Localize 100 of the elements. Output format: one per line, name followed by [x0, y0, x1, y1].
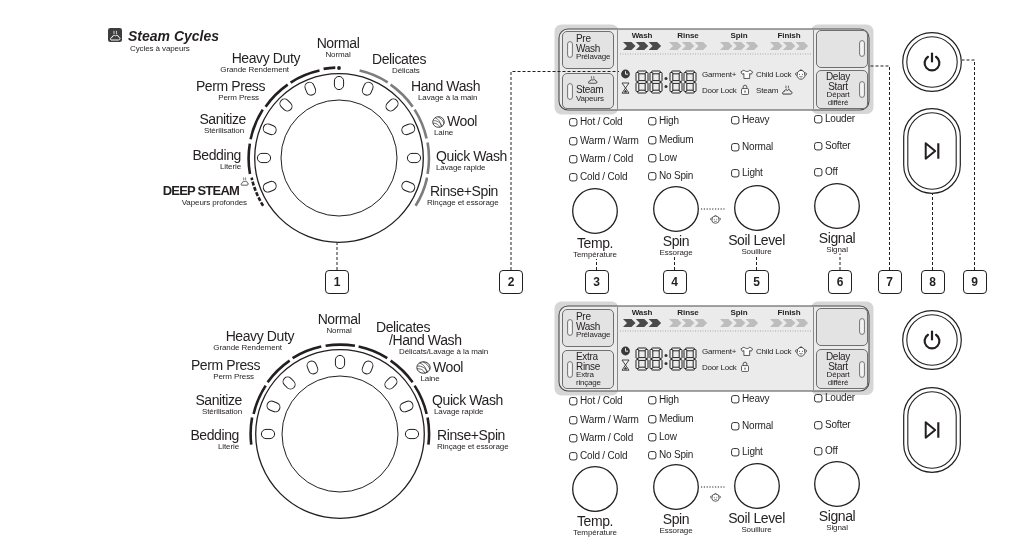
- option-label: Normal: [742, 420, 774, 432]
- lcd-button: Delay Start Départ différé: [816, 70, 868, 109]
- button-label: Signal: [818, 230, 856, 245]
- leader-line: [674, 256, 675, 271]
- translation-label: Perm Press: [213, 372, 254, 381]
- cycle-label: Perm Press: [195, 79, 265, 93]
- translation-label: Température: [573, 250, 617, 259]
- indicator-label: Steam: [756, 86, 779, 95]
- callout-number: 4: [662, 270, 687, 294]
- cycle-label: Quick Wash: [436, 149, 507, 163]
- lcd-button: [816, 308, 868, 346]
- indicator-label: Child Lock: [756, 70, 792, 79]
- cycle-label: Heavy Duty: [225, 329, 294, 343]
- option-label: Warm / Cold: [580, 432, 633, 444]
- leader-line: [336, 242, 338, 271]
- indicator-label: Garment+: [702, 347, 737, 356]
- translation-label: Rinçage et essorage: [437, 442, 509, 451]
- translation-label: Essorage: [659, 526, 693, 535]
- indicator-label: Rinse: [677, 31, 699, 40]
- lcd-button: Extra Rinse Extra rinçage: [562, 350, 614, 389]
- translation-label: Vapeurs profondes: [181, 198, 247, 207]
- lcd-button: Delay Start Départ différé: [816, 349, 868, 389]
- cycle-label: Heavy Duty: [231, 51, 300, 65]
- lcd-button: Pre Wash Prélavage: [562, 309, 614, 347]
- leader-line: [596, 258, 597, 271]
- cycle-label: Delicates /Hand Wash: [376, 321, 463, 347]
- indicator-label: Spin: [730, 31, 748, 40]
- option-label: Heavy: [742, 393, 770, 405]
- option-label: Hot / Cold: [580, 116, 623, 128]
- option-label: Louder: [825, 113, 855, 125]
- option-label: Cold / Cold: [580, 450, 628, 462]
- cycle-label: Rinse+Spin: [437, 428, 505, 442]
- cycle-label: Bedding: [192, 148, 241, 162]
- translation-label: Essorage: [659, 248, 693, 257]
- translation-label: Grande Rendement: [220, 65, 289, 74]
- option-label: Warm / Warm: [580, 135, 639, 147]
- cycle-label: Normal: [317, 312, 361, 326]
- option-label: Low: [659, 431, 677, 443]
- button-label: Soil Level: [728, 233, 785, 247]
- callout-number: 6: [828, 270, 852, 294]
- cycle-label: Normal: [316, 36, 360, 50]
- cycle-label: Sanitize: [199, 112, 246, 126]
- option-label: Heavy: [742, 114, 770, 126]
- indicator-label: Spin: [730, 308, 748, 317]
- option-label: Cold / Cold: [580, 171, 628, 183]
- leader-line: [932, 193, 933, 271]
- cycle-label: Quick Wash: [432, 393, 503, 407]
- cycle-label: Bedding: [190, 428, 239, 442]
- cycle-label: Wool: [433, 360, 464, 374]
- option-label: Softer: [825, 140, 851, 152]
- option-label: High: [659, 115, 679, 127]
- translation-label: Stérilisation: [203, 126, 244, 135]
- indicator-label: Wash: [631, 31, 653, 40]
- button-label: Temp.: [576, 514, 614, 528]
- option-label: Louder: [825, 392, 855, 404]
- indicator-label: Child Lock: [756, 347, 792, 356]
- indicator-label: Wash: [631, 308, 653, 317]
- lcd-button: [816, 30, 868, 68]
- option-label: Softer: [825, 419, 851, 431]
- translation-label: Laine: [434, 128, 454, 137]
- heading: Steam Cycles: [128, 27, 220, 44]
- translation-label: Souillure: [741, 525, 772, 534]
- dotted-connector: [700, 208, 725, 210]
- callout-number: 2: [499, 270, 523, 294]
- leader-line: [839, 253, 841, 271]
- translation-label: Souillure: [741, 247, 772, 256]
- callout-number: 7: [877, 270, 902, 294]
- translation-label: Lavage rapide: [436, 163, 486, 172]
- option-label: Off: [825, 166, 838, 178]
- callout-number: 9: [962, 270, 987, 294]
- translation-label: Lavage rapide: [434, 407, 484, 416]
- option-label: High: [659, 394, 679, 406]
- leader-line: [510, 71, 620, 271]
- button-label: Soil Level: [728, 511, 785, 525]
- leader-line: [961, 59, 975, 271]
- option-label: Warm / Warm: [580, 414, 639, 426]
- translation-label: Perm Press: [218, 93, 259, 102]
- option-label: Low: [659, 152, 677, 164]
- indicator-label: Garment+: [702, 70, 737, 79]
- indicator-label: Rinse: [677, 308, 699, 317]
- cycle-label: DEEP STEAM: [162, 184, 239, 198]
- callout-number: 3: [584, 270, 609, 294]
- button-label: Temp.: [576, 236, 614, 250]
- option-label: Warm / Cold: [580, 153, 633, 165]
- option-label: Medium: [659, 413, 694, 425]
- cycle-label: Perm Press: [190, 358, 260, 372]
- dotted-connector: [700, 486, 725, 488]
- button-label: Signal: [818, 508, 856, 523]
- translation-label: Laine: [420, 374, 440, 383]
- lcd-button: Pre Wash Prélavage: [562, 31, 614, 69]
- translation-label: Literie: [219, 162, 241, 171]
- callout-number: 5: [744, 270, 769, 294]
- leader-line: [867, 65, 890, 271]
- cycle-label: Rinse+Spin: [430, 184, 498, 198]
- button-label: Spin: [662, 512, 690, 526]
- callout-number: 8: [920, 270, 945, 294]
- translation-label: Literie: [217, 442, 239, 451]
- cycle-label: Sanitize: [195, 393, 242, 407]
- translation-label: Stérilisation: [201, 407, 242, 416]
- leader-line: [756, 255, 757, 271]
